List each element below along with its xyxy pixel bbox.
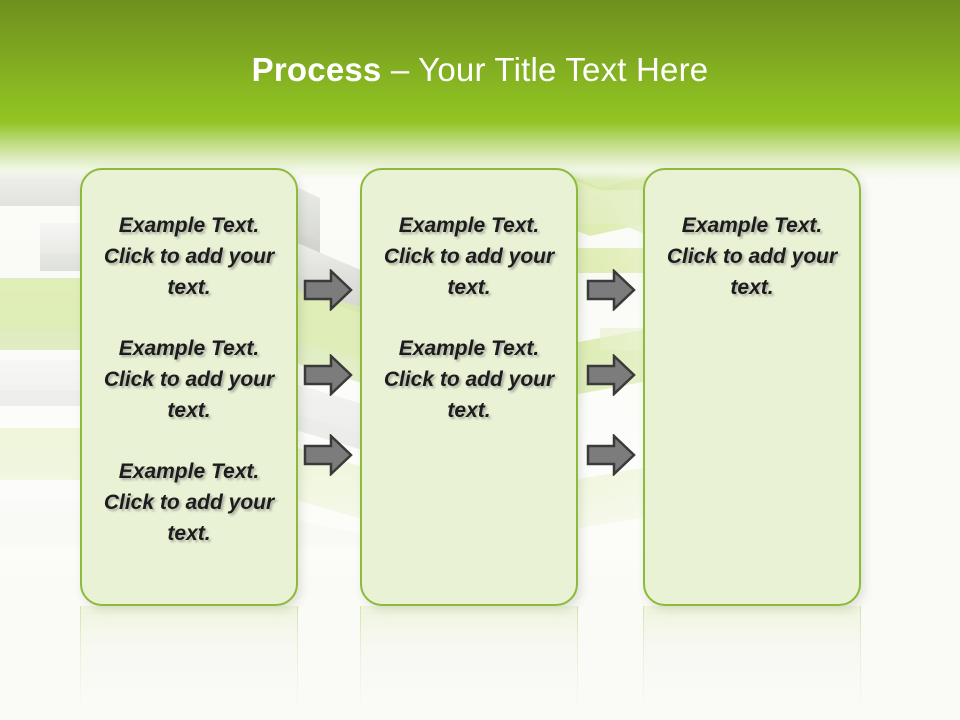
arrow-right-icon-1-2[interactable] [303,354,353,396]
header-band [0,0,960,180]
page-title: Process – Your Title Text Here [0,50,960,90]
process-box-2-paragraph-2[interactable]: Example Text. Click to add your text. [383,337,555,422]
process-box-1[interactable]: Example Text. Click to add your text. Ex… [80,168,298,606]
process-box-2-paragraph-1[interactable]: Example Text. Click to add your text. [383,214,555,299]
process-box-2-content: Example Text. Click to add your text. Ex… [374,210,564,426]
arrow-right-icon-2-2[interactable] [586,354,636,396]
process-box-1-paragraph-2[interactable]: Example Text. Click to add your text. [103,337,275,422]
process-box-1-paragraph-3[interactable]: Example Text. Click to add your text. [103,460,275,545]
reflection-column-1 [80,606,298,720]
process-box-3[interactable]: Example Text. Click to add your text. [643,168,861,606]
reflection-column-2 [360,606,578,720]
arrow-right-icon-1-1[interactable] [303,269,353,311]
process-box-3-content: Example Text. Click to add your text. [657,210,847,303]
process-box-2[interactable]: Example Text. Click to add your text. Ex… [360,168,578,606]
arrow-right-icon-2-1[interactable] [586,269,636,311]
reflection-column-3 [643,606,861,720]
page-title-bold: Process [251,51,382,88]
process-box-1-content: Example Text. Click to add your text. Ex… [94,210,284,549]
arrow-right-icon-1-3[interactable] [303,434,353,476]
process-box-1-paragraph-1[interactable]: Example Text. Click to add your text. [103,214,275,299]
process-box-3-paragraph-1[interactable]: Example Text. Click to add your text. [666,214,838,299]
page-title-rest: – Your Title Text Here [390,51,709,88]
arrow-right-icon-2-3[interactable] [586,434,636,476]
